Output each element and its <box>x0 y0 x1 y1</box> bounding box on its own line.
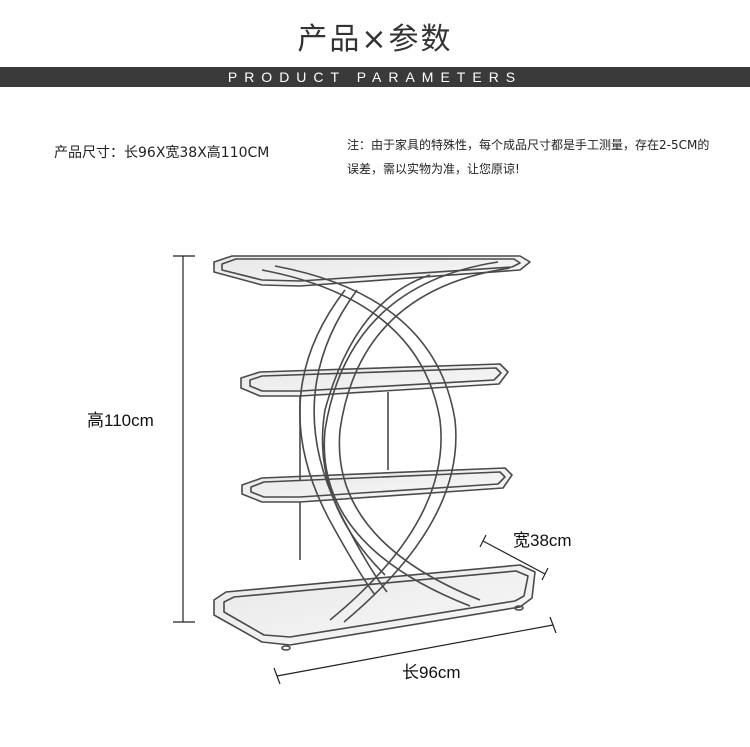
length-label: 长96cm <box>402 663 461 682</box>
measurement-note: 注：由于家具的特殊性，每个成品尺寸都是手工测量，存在2-5CM的误差，需以实物为… <box>347 138 710 176</box>
product-size-text: 产品尺寸：长96X宽38X高110CM <box>54 145 270 161</box>
height-dimension-line <box>173 255 195 623</box>
length-dimension-line <box>273 616 557 685</box>
width-dimension-line <box>479 534 549 581</box>
header-band: PRODUCT PARAMETERS <box>0 67 750 87</box>
height-label: 高110cm <box>87 411 154 430</box>
shelf-illustration <box>213 255 536 651</box>
header-subtitle: PRODUCT PARAMETERS <box>227 69 523 85</box>
width-label: 宽38cm <box>513 531 572 550</box>
page-title: 产品×参数 <box>297 22 453 57</box>
